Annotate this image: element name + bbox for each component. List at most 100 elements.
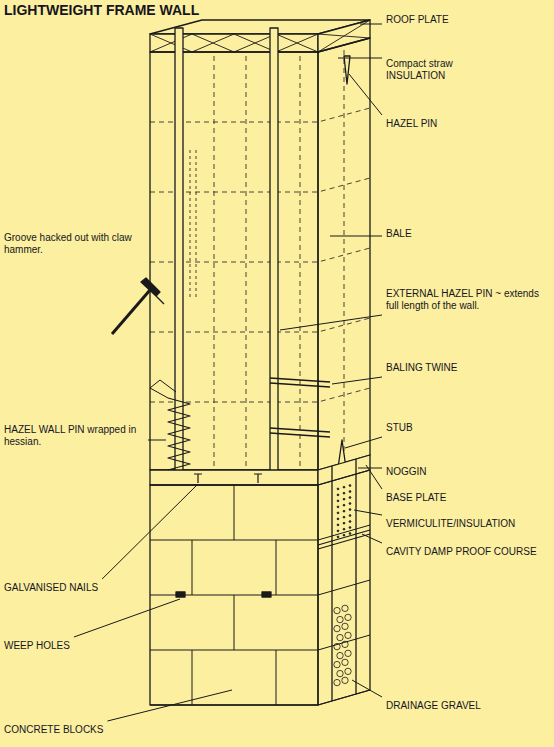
block-joint — [234, 485, 235, 540]
vermiculite — [343, 504, 345, 506]
vermiculite — [337, 512, 339, 514]
vermiculite — [337, 536, 339, 538]
block-joint — [192, 540, 193, 595]
vermiculite — [337, 488, 339, 490]
vermiculite — [349, 485, 351, 487]
vermiculite — [349, 503, 351, 505]
vermiculite — [343, 492, 345, 494]
part-label: ROOF PLATE — [386, 14, 449, 26]
part-label: HAZEL PIN — [386, 118, 437, 130]
leader-line — [330, 236, 382, 237]
vermiculite — [343, 534, 345, 536]
vermiculite — [337, 530, 339, 532]
part-label: NOGGIN — [386, 466, 427, 478]
drainage-gravel — [334, 661, 340, 667]
block-joints — [150, 485, 370, 705]
part-label: HAZEL WALL PIN wrapped in hessian. — [4, 424, 144, 448]
leader-line — [366, 465, 382, 489]
base-plate — [150, 470, 318, 485]
bale-joint — [300, 56, 301, 466]
part-label: DRAINAGE GRAVEL — [386, 700, 481, 712]
leader-line — [332, 377, 382, 384]
part-label: Groove hacked out with claw hammer. — [4, 232, 144, 256]
drainage-gravel — [334, 643, 340, 649]
hessian-flap — [150, 380, 176, 398]
bale-joint — [344, 50, 345, 460]
leader-line — [280, 315, 382, 330]
vermiculite — [337, 524, 339, 526]
part-label: GALVANISED NAILS — [4, 582, 98, 594]
leader-line — [74, 599, 180, 637]
leader-line — [360, 24, 382, 25]
block-joint — [276, 650, 277, 705]
drainage-gravel — [345, 650, 351, 656]
part-label: Compact straw INSULATION — [386, 58, 481, 82]
drainage-gravel — [337, 670, 343, 676]
drainage-gravel — [342, 623, 348, 629]
diagram-title: LIGHTWEIGHT FRAME WALL — [4, 2, 199, 19]
vermiculite — [343, 486, 345, 488]
vermiculite — [337, 494, 339, 496]
vermiculite — [343, 510, 345, 512]
drainage-gravel — [334, 679, 340, 685]
leader-line — [358, 468, 382, 469]
vermiculite — [349, 527, 351, 529]
block-course — [150, 635, 370, 650]
leader-line — [362, 534, 382, 543]
drainage-gravel — [337, 616, 343, 622]
leader-line — [107, 690, 232, 721]
leader-line — [349, 74, 382, 115]
drainage-gravel — [345, 614, 351, 620]
part-label: CONCRETE BLOCKS — [4, 724, 103, 736]
block-course — [150, 690, 370, 705]
cavity-fill — [334, 485, 351, 686]
drainage-gravel — [342, 641, 348, 647]
base-plate-side — [318, 455, 370, 485]
vermiculite — [349, 509, 351, 511]
roof-plate-end — [318, 20, 370, 52]
claw-hammer-handle — [112, 290, 150, 334]
leader-line — [102, 484, 198, 579]
leader-line — [354, 510, 382, 515]
vermiculite — [337, 518, 339, 520]
vermiculite — [349, 515, 351, 517]
drainage-gravel — [334, 625, 340, 631]
drainage-gravel — [345, 632, 351, 638]
block-joint — [234, 595, 235, 650]
part-label: BASE PLATE — [386, 492, 446, 504]
external-hazel-pin — [270, 28, 278, 480]
leader-line — [338, 58, 382, 59]
bale-joint — [246, 56, 247, 466]
galvanised-nail — [194, 474, 262, 483]
roof-plate-end-cross — [318, 20, 370, 52]
vermiculite — [343, 498, 345, 500]
weep-hole — [262, 592, 271, 597]
groove — [190, 150, 196, 300]
drainage-gravel — [337, 634, 343, 640]
vermiculite — [343, 516, 345, 518]
drainage-gravel — [334, 607, 340, 613]
hazel-pin — [344, 56, 350, 84]
vermiculite — [343, 522, 345, 524]
bale-side — [318, 38, 370, 470]
block-joint — [276, 540, 277, 595]
leader-line — [148, 440, 166, 441]
block-course — [150, 525, 370, 540]
claw-hammer-head — [141, 278, 164, 304]
drainage-gravel — [342, 605, 348, 611]
vermiculite — [349, 497, 351, 499]
vermiculite — [337, 506, 339, 508]
part-label: BALE — [386, 228, 412, 240]
part-label: BALING TWINE — [386, 362, 458, 374]
vermiculite — [349, 491, 351, 493]
vermiculite — [349, 521, 351, 523]
block-joint — [192, 650, 193, 705]
part-label: CAVITY DAMP PROOF COURSE — [386, 546, 537, 558]
part-label: EXTERNAL HAZEL PIN ~ extends full length… — [386, 288, 550, 312]
vermiculite — [349, 533, 351, 535]
leader-line — [352, 680, 382, 697]
weep-hole — [176, 592, 185, 597]
